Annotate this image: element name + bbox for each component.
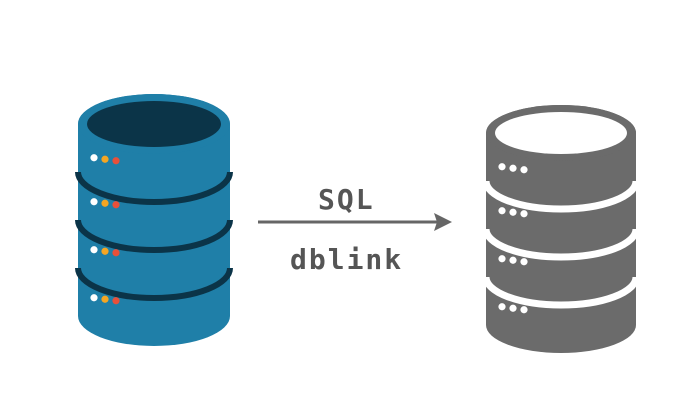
target-database-icon (482, 105, 640, 353)
target-db-separator (482, 228, 640, 261)
target-db-indicator-light (520, 306, 528, 314)
connector-label-dblink: dblink (290, 243, 404, 276)
source-db-indicator-light (112, 249, 120, 257)
source-database-icon (75, 94, 233, 346)
target-db-separator (482, 180, 640, 213)
source-db-indicator-light (101, 155, 109, 163)
source-db-indicator-light (112, 157, 120, 165)
target-db-indicator-light (520, 166, 528, 174)
source-db-indicator-light (101, 295, 109, 303)
arrow-head (434, 213, 452, 231)
transfer-arrow (258, 213, 452, 231)
target-db-indicator-light (509, 164, 517, 172)
source-db-body (78, 94, 230, 346)
source-db-separator (75, 171, 233, 205)
target-db-indicator-light (509, 304, 517, 312)
source-db-top-inner (87, 101, 221, 147)
source-db-indicator-light (90, 246, 98, 254)
source-db-indicator-light (101, 247, 109, 255)
target-db-indicator-light (520, 210, 528, 218)
target-db-indicator-light (498, 255, 506, 263)
source-db-indicator-light (90, 154, 98, 162)
source-db-indicator-light (112, 297, 120, 305)
source-db-indicator-light (101, 199, 109, 207)
source-db-indicator-light (90, 294, 98, 302)
target-db-indicator-light (520, 258, 528, 266)
source-db-indicator-light (90, 198, 98, 206)
target-db-indicator-light (498, 163, 506, 171)
target-db-indicator-light (498, 207, 506, 215)
source-db-indicator-light (112, 201, 120, 209)
target-db-separator (482, 276, 640, 309)
source-db-separator (75, 267, 233, 301)
target-db-indicator-light (498, 303, 506, 311)
target-db-indicator-light (509, 208, 517, 216)
target-db-top-inner (495, 112, 627, 154)
connector-label-sql: SQL (318, 183, 375, 216)
target-db-indicator-light (509, 256, 517, 264)
source-db-separator (75, 219, 233, 253)
